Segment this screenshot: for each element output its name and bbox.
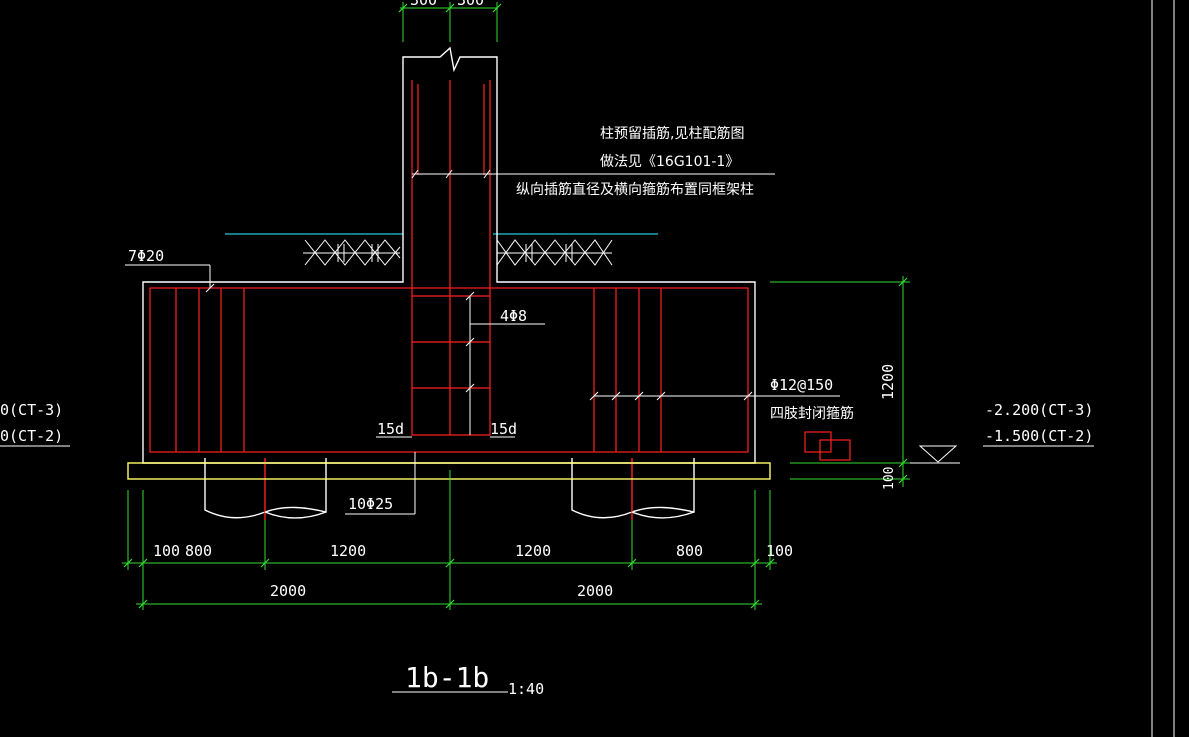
label-side-rebar: Φ12@150 [770, 376, 833, 394]
dim-column-left: 300 [410, 0, 437, 9]
label-closed-stirrup: 四肢封闭箍筋 [770, 405, 854, 422]
dim-100-right: 100 [766, 542, 793, 560]
sheet-border [1151, 0, 1175, 737]
label-stirrup: 4Φ8 [500, 307, 527, 325]
section-title: 1b-1b [405, 661, 489, 694]
soil-hatch [303, 239, 613, 266]
dim-total-left: 2000 [270, 582, 306, 600]
dim-total-right: 2000 [577, 582, 613, 600]
label-top-rebar: 7Φ20 [128, 247, 164, 265]
leader-lines [0, 173, 1094, 693]
rebar-ticks [205, 169, 753, 401]
dim-1200-left: 1200 [330, 542, 366, 560]
concrete-outline [142, 46, 756, 520]
dim-column-right: 300 [457, 0, 484, 9]
dim-1200-right: 1200 [515, 542, 551, 560]
label-anchor-left: 15d [377, 420, 404, 438]
note-reference: 做法见《16G101-1》 [600, 154, 739, 170]
rebar-cage [149, 80, 851, 461]
label-bottom-rebar: 10Φ25 [348, 495, 393, 513]
dimension-lines [122, 2, 910, 610]
dim-800-left: 800 [185, 542, 212, 560]
dimension-ticks [123, 3, 908, 609]
dim-100-left: 100 [153, 542, 180, 560]
section-scale: 1:40 [508, 680, 544, 698]
elevation-right-top: -2.200(CT-3) [985, 401, 1093, 419]
dim-800-right: 800 [676, 542, 703, 560]
elevation-left-bottom: 0(CT-2) [0, 427, 63, 445]
note-stirrup-layout: 纵向插筋直径及横向箍筋布置同框架柱 [516, 181, 754, 198]
cushion-layer [127, 462, 771, 480]
note-column-dowel: 柱预留插筋,见柱配筋图 [600, 125, 744, 142]
dim-cushion: 100 [882, 467, 897, 490]
elevation-right-bottom: -1.500(CT-2) [985, 427, 1093, 445]
elevation-left-top: 0(CT-3) [0, 401, 63, 419]
dim-height: 1200 [879, 364, 897, 400]
label-anchor-right: 15d [490, 420, 517, 438]
